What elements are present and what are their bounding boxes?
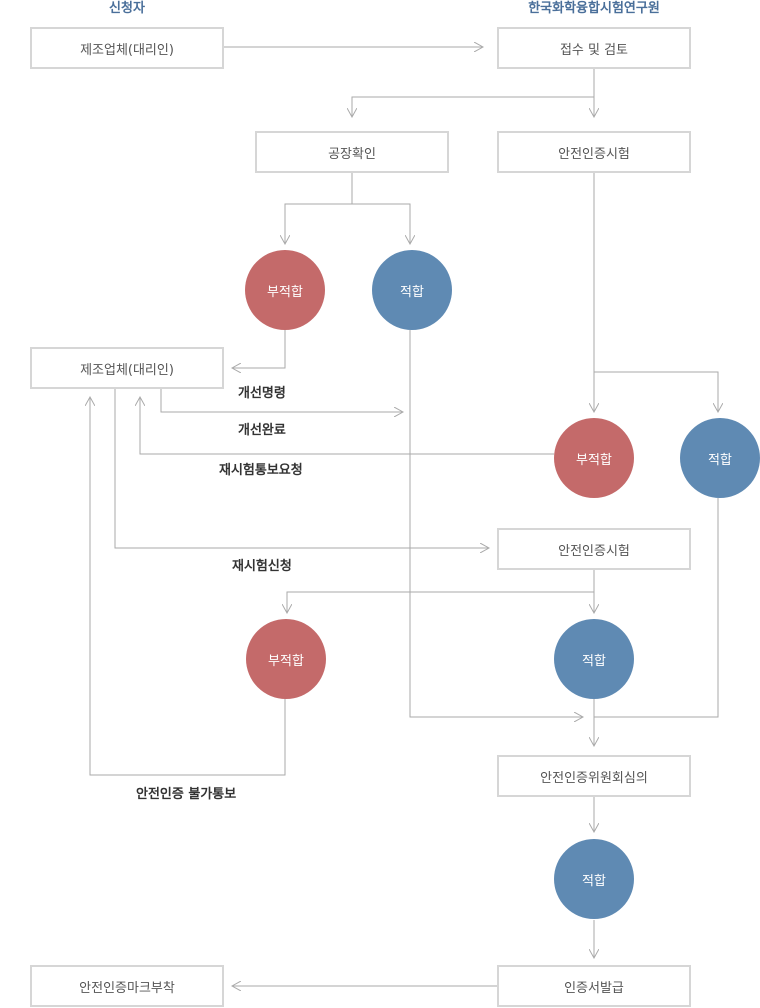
- label-retest-apply: 재시험신청: [232, 559, 292, 574]
- circle-factory-pass: 적합: [372, 250, 452, 330]
- edge-improvement-order: [232, 330, 286, 368]
- edge-safety-test2-to-fail: [287, 591, 594, 613]
- edge-retest-notice: [140, 397, 554, 455]
- edge-improvement-done: [160, 389, 403, 412]
- box-factory-check: 공장확인: [255, 131, 449, 173]
- box-mark-attach: 안전인증마크부착: [30, 965, 224, 1007]
- circle-retest-fail: 부적합: [246, 619, 326, 699]
- box-committee-review: 안전인증위원회심의: [497, 755, 691, 797]
- box-safety-test-1: 안전인증시험: [497, 131, 691, 173]
- header-institute: 한국화학융합시험연구원: [528, 1, 660, 16]
- edge-retest-apply: [114, 389, 489, 548]
- label-certification-denied: 안전인증 불가통보: [136, 787, 237, 802]
- circle-retest-pass: 적합: [554, 619, 634, 699]
- edge-factory-to-pass: [352, 203, 410, 244]
- edge-safety-test-to-pass: [594, 371, 718, 412]
- box-maker-top: 제조업체(대리인): [30, 27, 224, 69]
- edge-factory-pass-merge: [409, 330, 583, 717]
- box-maker-middle: 제조업체(대리인): [30, 347, 224, 389]
- edge-receipt-to-factory-check: [352, 96, 594, 117]
- circle-committee-pass: 적합: [554, 839, 634, 919]
- box-certificate-issue: 인증서발급: [497, 965, 691, 1007]
- box-receipt-review: 접수 및 검토: [497, 27, 691, 69]
- label-improvement-done: 개선완료: [238, 423, 286, 438]
- label-improvement-order: 개선명령: [238, 386, 286, 401]
- edge-safety-pass-merge: [594, 498, 719, 718]
- circle-safety-pass: 적합: [680, 418, 760, 498]
- label-retest-notice: 재시험통보요청: [219, 463, 303, 478]
- circle-factory-fail: 부적합: [245, 250, 325, 330]
- edge-factory-to-fail: [285, 173, 353, 244]
- header-applicant: 신청자: [109, 1, 145, 16]
- box-safety-test-2: 안전인증시험: [497, 528, 691, 570]
- circle-safety-fail: 부적합: [554, 418, 634, 498]
- edge-certification-denied: [90, 397, 286, 776]
